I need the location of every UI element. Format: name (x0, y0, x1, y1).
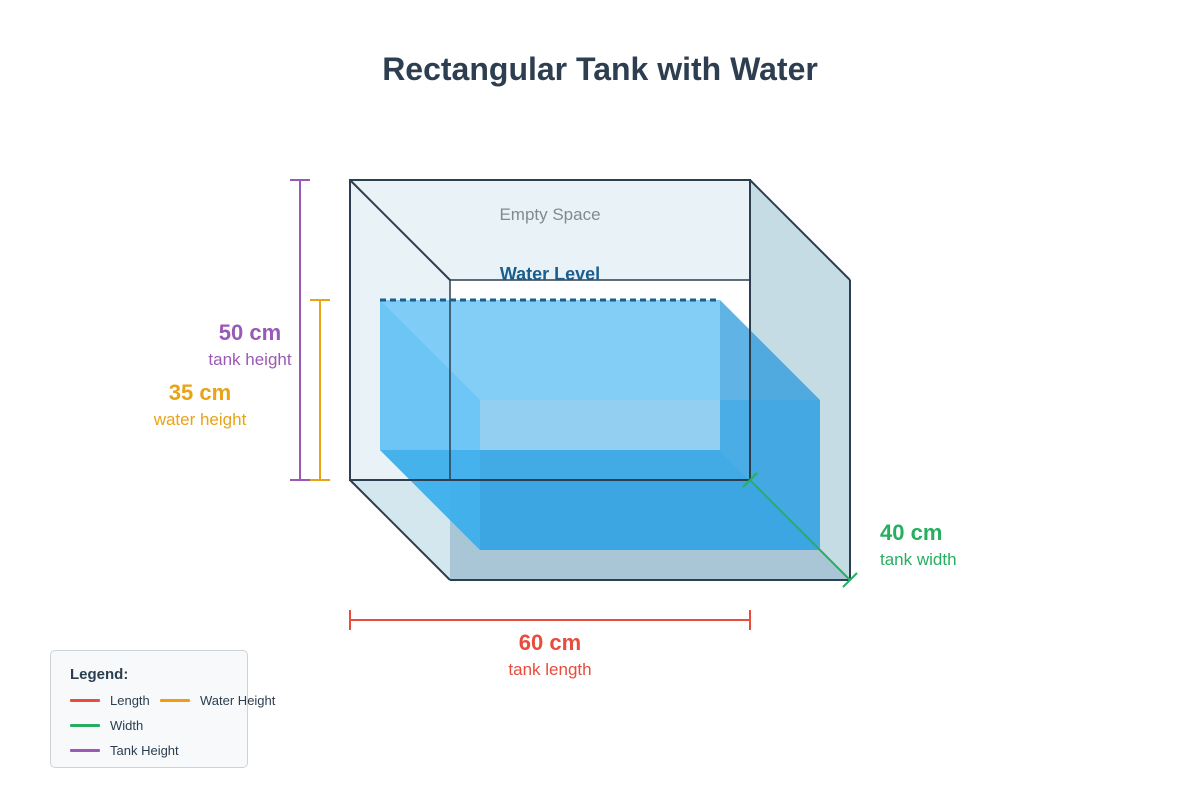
tank-edge-top-left (349, 179, 451, 281)
width-cap-start (742, 472, 758, 488)
width-value: 40 cm (880, 520, 942, 545)
legend-swatch-length (70, 699, 100, 702)
width-dimension (742, 472, 858, 588)
tank-edge-bottom-left (349, 479, 451, 581)
length-value: 60 cm (519, 630, 581, 655)
length-label: tank length (508, 660, 591, 679)
legend-item-tank-height: Tank Height (70, 743, 179, 758)
tank-edge-top-right (749, 179, 851, 281)
water-height-value: 35 cm (169, 380, 231, 405)
width-cap-end (842, 572, 858, 588)
legend-label-tank-height: Tank Height (110, 743, 179, 758)
diagram-title: Rectangular Tank with Water (382, 51, 818, 87)
water-height-label: water height (153, 410, 247, 429)
water-height-dimension (310, 299, 330, 481)
legend-label-width: Width (110, 718, 144, 733)
width-line (749, 479, 851, 581)
legend-item-water-height: Water Height (160, 693, 275, 708)
legend-item-length: Length (70, 693, 150, 708)
legend-swatch-width (70, 724, 100, 727)
legend-item-width: Width (70, 718, 143, 733)
legend-swatch-tank-height (70, 749, 100, 752)
tank-height-dimension (290, 179, 310, 481)
tank-edges (349, 179, 851, 581)
legend-title: Legend: (70, 666, 129, 683)
legend-label-length: Length (110, 693, 150, 708)
legend: Legend: Length Water Height Width Tank H… (50, 650, 275, 768)
water-front-face (480, 400, 820, 550)
water-body (380, 300, 820, 550)
empty-space-label: Empty Space (499, 205, 600, 224)
legend-swatch-water-height (160, 699, 190, 702)
legend-label-water-height: Water Height (200, 693, 276, 708)
tank-height-value: 50 cm (219, 320, 281, 345)
tank-height-label: tank height (208, 350, 291, 369)
width-label: tank width (880, 550, 957, 569)
tank-back-rect (349, 179, 751, 481)
water-level-label: Water Level (500, 264, 600, 284)
length-dimension (349, 610, 751, 630)
